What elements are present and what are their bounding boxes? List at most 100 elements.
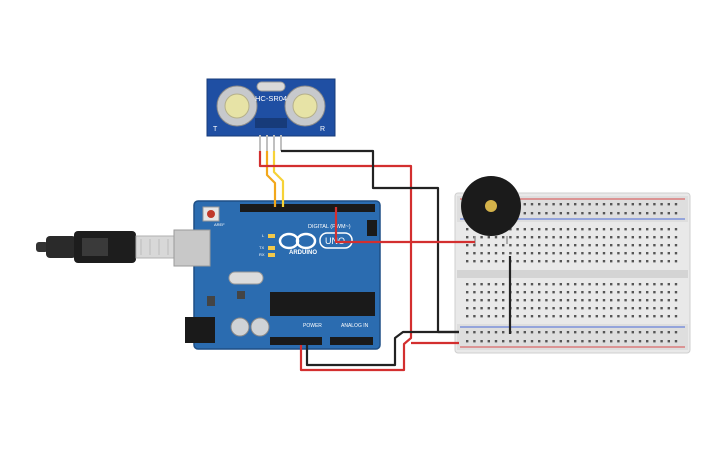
breadboard-hole	[530, 331, 534, 334]
wire-gnd-arduino	[305, 330, 459, 367]
breadboard-hole	[566, 228, 570, 231]
breadboard-hole	[538, 340, 541, 343]
breadboard-hole	[617, 260, 620, 263]
breadboard-hole	[674, 291, 678, 294]
breadboard-hole	[566, 291, 570, 294]
breadboard-hole	[530, 228, 534, 231]
led-l-label: L	[262, 233, 265, 238]
breadboard-hole	[660, 212, 663, 215]
breadboard-hole	[674, 340, 678, 343]
breadboard-hole	[487, 331, 490, 334]
breadboard-hole	[602, 228, 606, 231]
breadboard-hole	[646, 228, 649, 231]
breadboard-hole	[545, 315, 548, 318]
breadboard-hole	[494, 291, 498, 294]
breadboard-hole	[530, 315, 534, 318]
breadboard-hole	[610, 291, 613, 294]
breadboard-hole	[545, 244, 548, 247]
breadboard-hole	[538, 244, 541, 247]
breadboard-hole	[646, 307, 649, 310]
breadboard-hole	[667, 203, 670, 206]
breadboard-hole	[646, 203, 649, 206]
breadboard-hole	[638, 291, 642, 294]
ultrasonic-sensor[interactable]	[206, 78, 336, 137]
breadboard-hole	[466, 291, 469, 294]
breadboard-hole	[595, 299, 598, 302]
breadboard-hole	[631, 203, 634, 206]
power-label: POWER	[303, 323, 322, 329]
breadboard-hole	[487, 236, 490, 239]
breadboard-hole	[588, 260, 591, 263]
breadboard-hole	[588, 228, 591, 231]
breadboard-hole	[523, 244, 526, 247]
breadboard-hole	[624, 228, 627, 231]
breadboard-hole	[660, 291, 663, 294]
breadboard-hole	[674, 252, 678, 255]
breadboard-hole	[559, 299, 562, 302]
breadboard-hole	[530, 252, 534, 255]
breadboard-hole	[617, 212, 620, 215]
breadboard-hole	[588, 340, 591, 343]
breadboard-hole	[552, 228, 555, 231]
breadboard-hole	[523, 315, 526, 318]
breadboard-hole	[602, 252, 606, 255]
arduino-board[interactable]	[173, 200, 381, 350]
breadboard-hole	[552, 203, 555, 206]
breadboard-hole	[480, 244, 483, 247]
digital-header	[240, 204, 375, 212]
breadboard-hole	[480, 315, 483, 318]
breadboard-hole	[502, 236, 505, 239]
breadboard-hole	[588, 299, 591, 302]
breadboard-hole	[617, 340, 620, 343]
breadboard-hole	[638, 203, 642, 206]
breadboard-hole	[559, 315, 562, 318]
breadboard-hole	[631, 252, 634, 255]
wire-buzzer-signal	[334, 207, 475, 244]
breadboard-hole	[646, 299, 649, 302]
breadboard-hole	[610, 212, 613, 215]
reset-button[interactable]	[207, 210, 215, 218]
breadboard-hole	[588, 252, 591, 255]
breadboard-hole	[559, 203, 562, 206]
power-header	[270, 337, 322, 345]
breadboard-hole	[638, 228, 642, 231]
brand-label: ARDUINO	[289, 250, 317, 256]
breadboard-hole	[674, 299, 678, 302]
breadboard-hole	[617, 236, 620, 239]
breadboard-hole	[617, 331, 620, 334]
breadboard-hole	[581, 340, 584, 343]
breadboard-hole	[674, 203, 678, 206]
breadboard-hole	[516, 228, 519, 231]
wire-vcc	[258, 151, 413, 372]
breadboard-hole	[552, 340, 555, 343]
breadboard-hole	[545, 236, 548, 239]
breadboard-hole	[494, 283, 498, 286]
breadboard-hole	[494, 260, 498, 263]
breadboard-hole	[545, 212, 548, 215]
breadboard-hole	[502, 244, 505, 247]
breadboard-hole	[494, 244, 498, 247]
breadboard-hole	[610, 228, 613, 231]
breadboard-hole	[667, 260, 670, 263]
breadboard-hole	[631, 307, 634, 310]
breadboard-hole	[487, 307, 490, 310]
breadboard-hole	[624, 315, 627, 318]
piezo-buzzer[interactable]	[461, 176, 521, 244]
breadboard-hole	[646, 283, 649, 286]
breadboard-hole	[574, 307, 577, 310]
breadboard-hole	[523, 236, 526, 239]
breadboard-hole	[530, 203, 534, 206]
breadboard-hole	[494, 315, 498, 318]
breadboard-hole	[595, 291, 598, 294]
breadboard-hole	[638, 331, 642, 334]
breadboard-hole	[538, 307, 541, 310]
breadboard-hole	[538, 331, 541, 334]
breadboard-hole	[545, 340, 548, 343]
breadboard-hole	[653, 228, 656, 231]
breadboard-hole	[487, 299, 490, 302]
breadboard-hole	[638, 252, 642, 255]
breadboard-hole	[545, 260, 548, 263]
breadboard-hole	[674, 331, 678, 334]
breadboard-hole	[502, 283, 505, 286]
breadboard-hole	[523, 260, 526, 263]
